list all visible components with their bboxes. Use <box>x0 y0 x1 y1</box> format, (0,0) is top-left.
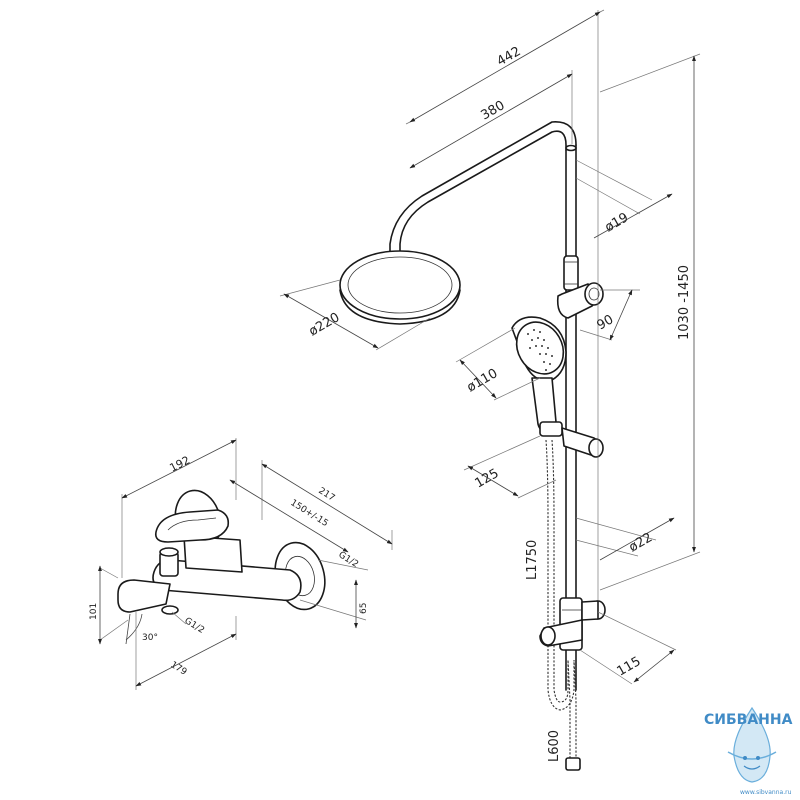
bar-joint <box>563 255 579 291</box>
watermark-brand: СИБВАННА <box>704 712 793 728</box>
hand-shower <box>511 316 567 433</box>
shower-bar <box>565 144 577 691</box>
dim-mixer-height: 101 <box>89 603 99 620</box>
mixer-body <box>152 535 302 602</box>
spray-nozzles <box>527 329 553 371</box>
lower-slider <box>539 597 606 651</box>
dim-pipe-diameter: ø19 <box>603 210 632 235</box>
dim-mixer-depth: 65 <box>359 603 369 614</box>
dim-mixer-thread-bottom: G1/2 <box>182 616 206 636</box>
dim-slider-offset: 125 <box>473 466 502 491</box>
dim-holder-offset: 90 <box>595 312 617 333</box>
dim-hose-lower-length: L600 <box>547 730 562 762</box>
mixer-lever <box>154 509 230 543</box>
shower-hose <box>545 439 581 771</box>
shower-dimensions: 442 380 ø19 ø220 90 ø110 125 ø22 <box>279 9 701 762</box>
dim-mixer-thread-top: G1/2 <box>336 550 360 570</box>
watermark-logo: СИБВАННА www.sibvanna.ru <box>704 706 793 796</box>
dim-mixer-width: 217 <box>316 486 336 504</box>
dim-mixer-spacing: 150+/-15 <box>288 498 329 529</box>
mixer-spout <box>117 579 179 615</box>
dim-mixer-total-width: 192 <box>167 454 192 475</box>
water-drop-icon <box>733 706 771 783</box>
dim-bar-diameter: ø22 <box>627 530 656 555</box>
dim-bottom-offset: 115 <box>615 654 644 679</box>
hand-shower-holder <box>556 282 604 319</box>
overhead-arm <box>389 121 577 259</box>
bath-mixer-drawing <box>117 489 326 615</box>
rain-shower-head <box>339 250 461 325</box>
watermark-url: www.sibvanna.ru <box>740 789 792 796</box>
mixer-diverter <box>159 547 179 577</box>
dim-hose-length: L1750 <box>525 540 540 580</box>
dim-total-width: 442 <box>495 44 524 69</box>
dim-mixer-angle: 30° <box>142 633 158 643</box>
dim-head-diameter: ø220 <box>307 310 343 339</box>
dim-mixer-length: 179 <box>168 660 188 678</box>
middle-slider <box>539 421 604 458</box>
dim-height-range: 1030 -1450 <box>677 265 692 340</box>
shower-system-drawing <box>339 10 606 771</box>
